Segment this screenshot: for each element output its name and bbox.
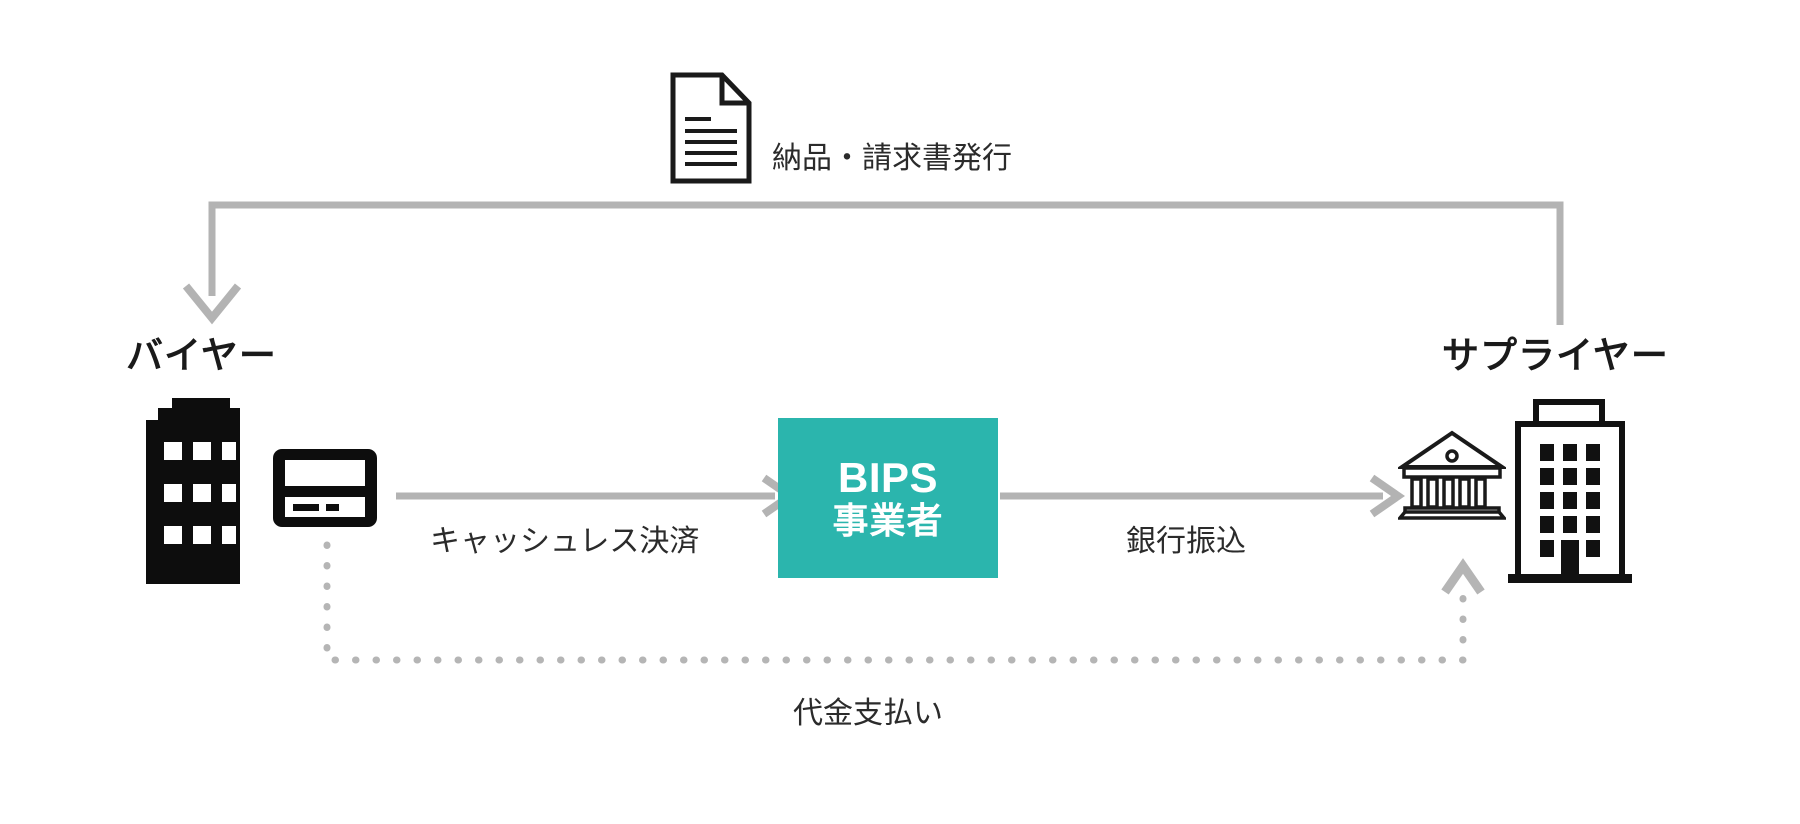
credit-card-icon: [273, 449, 377, 527]
arrow-delivery-invoice: [182, 201, 1564, 325]
flow-label-cashless-payment: キャッシュレス決済: [430, 525, 700, 558]
flow-label-bank-transfer: 銀行振込: [1126, 525, 1246, 558]
bips-provider-name-jp: 事業者: [832, 500, 944, 542]
office-building-icon: [146, 398, 240, 584]
arrow-bank-transfer: [1000, 474, 1406, 518]
flow-label-delivery-invoice: 納品・請求書発行: [772, 142, 1012, 175]
arrow-cashless-payment: [396, 474, 798, 518]
bips-provider-box: BIPS 事業者: [778, 418, 998, 578]
document-icon: [670, 72, 752, 184]
office-building-outline-icon: [1508, 399, 1632, 583]
flow-label-payment-settlement: 代金支払い: [793, 697, 943, 730]
party-label-buyer: バイヤー: [126, 335, 277, 376]
arrow-payment-settlement: [323, 541, 1485, 664]
bank-icon: [1398, 430, 1506, 520]
party-label-supplier: サプライヤー: [1442, 335, 1669, 376]
bips-provider-name-en: BIPS: [837, 454, 939, 502]
